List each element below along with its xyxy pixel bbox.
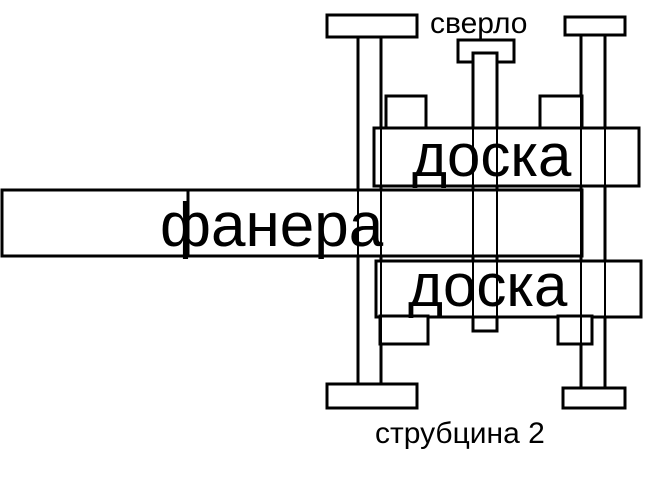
label-plywood: фанера [160,191,384,260]
left-clamp-bottom-bar [325,382,419,410]
plywood [0,188,584,258]
board-top [372,126,641,188]
lower-pad-right [556,314,594,346]
board-bottom [374,259,643,319]
lower-pad-left [378,314,430,346]
label-board-bottom: доска [408,252,568,319]
label-drill: сверло [430,7,527,40]
right-clamp-bottom-bar [561,386,627,410]
right-clamp-top-bar [563,15,627,37]
label-board-top: доска [412,122,572,189]
label-clamp: струбцина 2 [375,417,545,450]
left-clamp-top-bar [325,13,419,39]
rods-overlay [357,35,606,388]
